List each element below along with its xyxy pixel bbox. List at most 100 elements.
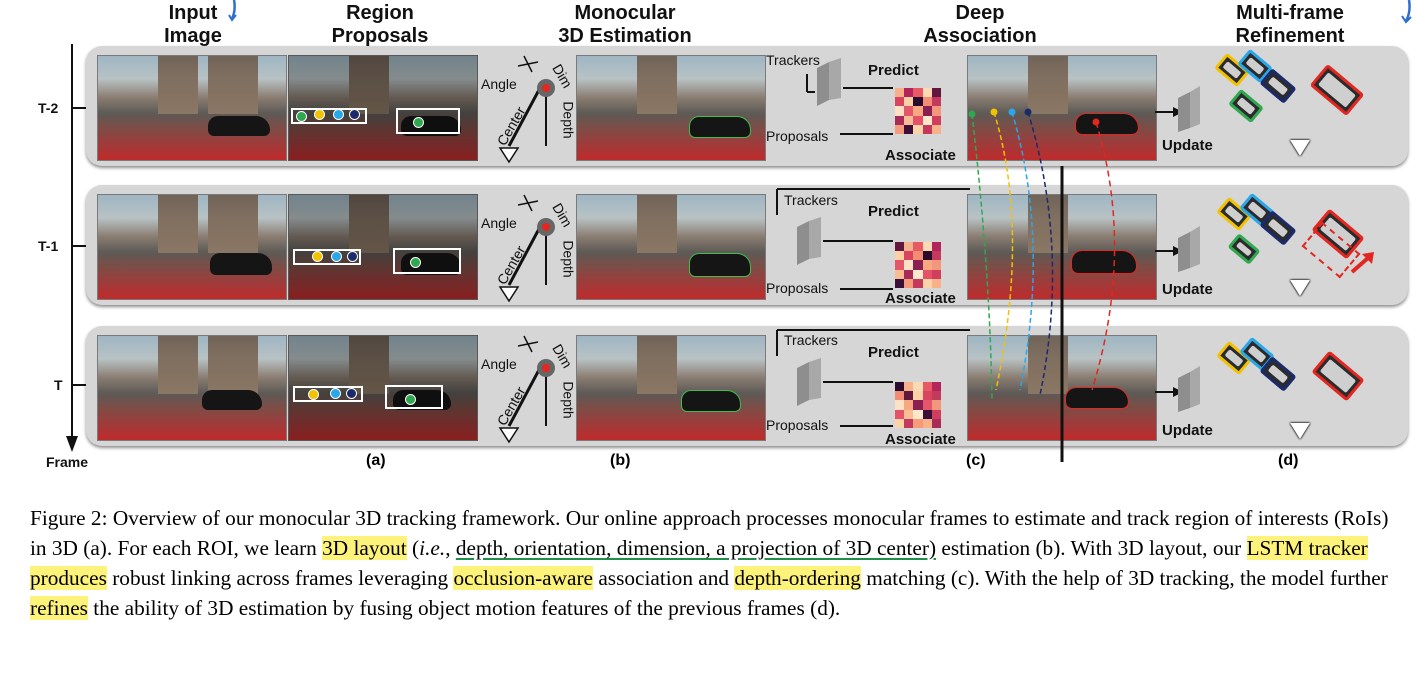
row-label-t-minus-1: T-1 — [38, 238, 59, 254]
refine-triangle-t — [1290, 423, 1310, 439]
header-multiframe-refinement: Multi-frame Refinement — [1220, 2, 1360, 48]
proposal-dot-green-large — [413, 117, 424, 128]
header-deep-association: Deep Association — [910, 2, 1050, 48]
proposal-dot-navy-3 — [346, 388, 357, 399]
label-depth-3: Depth — [560, 381, 577, 419]
mono-estimation-t-minus-1 — [576, 194, 766, 300]
label-predict: Predict — [868, 62, 919, 79]
label-depth: Depth — [560, 101, 577, 139]
proposal-dot-yellow-3 — [308, 389, 319, 400]
caption-highlight-depth-ordering: depth-ordering — [734, 566, 861, 590]
proposal-box-small-2 — [293, 249, 361, 265]
label-angle-3: Angle — [481, 356, 517, 372]
header-mono-line1: Monocular — [574, 2, 676, 24]
frame-axis-label: Frame — [46, 454, 89, 470]
label-proposals-3: Proposals — [766, 417, 829, 433]
header-input-image: Input Image — [138, 2, 248, 48]
header-mono-line2: 3D Estimation — [558, 25, 692, 47]
proposal-dot-green-3 — [405, 394, 416, 405]
sublabel-a: (a) — [366, 452, 386, 469]
label-depth-2: Depth — [560, 240, 577, 278]
proposal-dot-cyan — [333, 109, 344, 120]
proposal-box-large-3 — [385, 385, 443, 409]
proposal-dot-navy — [349, 109, 360, 120]
association-diagram-t — [776, 329, 970, 427]
caption-text-2: ( — [406, 536, 420, 560]
proposal-box-large — [396, 108, 460, 134]
proposal-dot-green-2 — [410, 257, 421, 268]
caption-underline-layout: depth, orientation, dimension, a project… — [455, 536, 937, 560]
proposal-box-small-3 — [293, 386, 363, 402]
caption-ie: i.e. — [419, 536, 446, 560]
label-trackers: Trackers — [766, 52, 820, 68]
label-associate: Associate — [885, 147, 956, 164]
input-image-t-minus-1 — [97, 194, 287, 300]
update-block-icon-t-minus-2 — [1178, 86, 1200, 132]
mono-estimation-t-minus-2 — [576, 55, 766, 161]
label-proposals-2: Proposals — [766, 280, 829, 296]
sublabel-b: (b) — [610, 452, 631, 469]
caption-text-4: estimation (b). With 3D layout, our — [936, 536, 1247, 560]
label-angle-2: Angle — [481, 215, 517, 231]
proposal-dot-green — [296, 111, 307, 122]
label-associate-3: Associate — [885, 431, 956, 448]
refine-triangle-t-minus-1 — [1290, 280, 1310, 296]
caption-text-8: the ability of 3D estimation by fusing o… — [87, 596, 841, 620]
proposal-box-small — [291, 108, 367, 124]
header-region-line2: Proposals — [331, 25, 429, 47]
frame-axis — [66, 44, 86, 452]
proposal-box-large-2 — [393, 248, 461, 274]
sublabel-d: (d) — [1278, 452, 1299, 469]
proposal-dot-cyan-2 — [331, 251, 342, 262]
caption-highlight-refines: refines — [30, 596, 88, 620]
label-update-t-minus-2: Update — [1162, 137, 1213, 154]
affinity-matrix-t — [895, 382, 941, 428]
caption-text-1: Figure 2: Overview of our monocular 3D t… — [30, 506, 1389, 560]
label-proposals: Proposals — [766, 128, 829, 144]
header-deep-line2: Association — [923, 25, 1037, 47]
caption-text-7: matching (c). With the help of 3D tracki… — [860, 566, 1388, 590]
proposal-dot-yellow-2 — [312, 251, 323, 262]
estimation-diagram-t-minus-2 — [498, 55, 555, 164]
region-proposals-t-minus-1 — [288, 194, 478, 300]
caption-text-6: association and — [593, 566, 735, 590]
affinity-matrix-t-minus-2 — [895, 88, 941, 134]
header-deep-line1: Deep — [955, 2, 1005, 24]
label-update-t: Update — [1162, 422, 1213, 439]
pen-mark-right — [1401, 0, 1412, 24]
deep-association-t-minus-2 — [967, 55, 1157, 161]
association-links — [968, 108, 1116, 462]
label-trackers-2: Trackers — [784, 192, 838, 208]
association-diagram-t-minus-2 — [806, 58, 893, 135]
caption-highlight-3d-layout: 3D layout — [322, 536, 407, 560]
header-input-line1: Input — [168, 2, 218, 24]
association-diagram-t-minus-1 — [776, 188, 970, 290]
affinity-matrix-t-minus-1 — [895, 242, 941, 288]
refine-motion-arrow — [1350, 252, 1374, 274]
input-image-t-minus-2 — [97, 55, 287, 161]
proposal-dot-yellow — [314, 109, 325, 120]
caption-text-5: robust linking across frames leveraging — [106, 566, 454, 590]
update-block-icon-t-minus-1 — [1178, 226, 1200, 272]
sublabel-c: (c) — [966, 452, 986, 469]
row-label-t-minus-2: T-2 — [38, 100, 59, 116]
input-image-t — [97, 335, 287, 441]
label-update-t-minus-1: Update — [1162, 281, 1213, 298]
label-trackers-3: Trackers — [784, 332, 838, 348]
region-proposals-t — [288, 335, 478, 441]
label-predict-2: Predict — [868, 203, 919, 220]
header-region-line1: Region — [346, 2, 414, 24]
row-label-t: T — [54, 377, 63, 393]
update-block-icon-t — [1178, 366, 1200, 412]
caption-text-3: , — [445, 536, 456, 560]
header-region-proposals: Region Proposals — [320, 2, 440, 48]
proposal-dot-navy-2 — [347, 251, 358, 262]
figure-caption: Figure 2: Overview of our monocular 3D t… — [30, 503, 1410, 623]
label-angle: Angle — [481, 76, 517, 92]
estimation-diagram-t-minus-1 — [498, 194, 555, 303]
header-monocular-estimation: Monocular 3D Estimation — [545, 2, 705, 48]
label-associate-2: Associate — [885, 290, 956, 307]
estimation-diagram-t — [498, 335, 555, 444]
header-multi-line1: Multi-frame — [1236, 2, 1344, 24]
refine-triangle-t-minus-2 — [1290, 140, 1310, 156]
